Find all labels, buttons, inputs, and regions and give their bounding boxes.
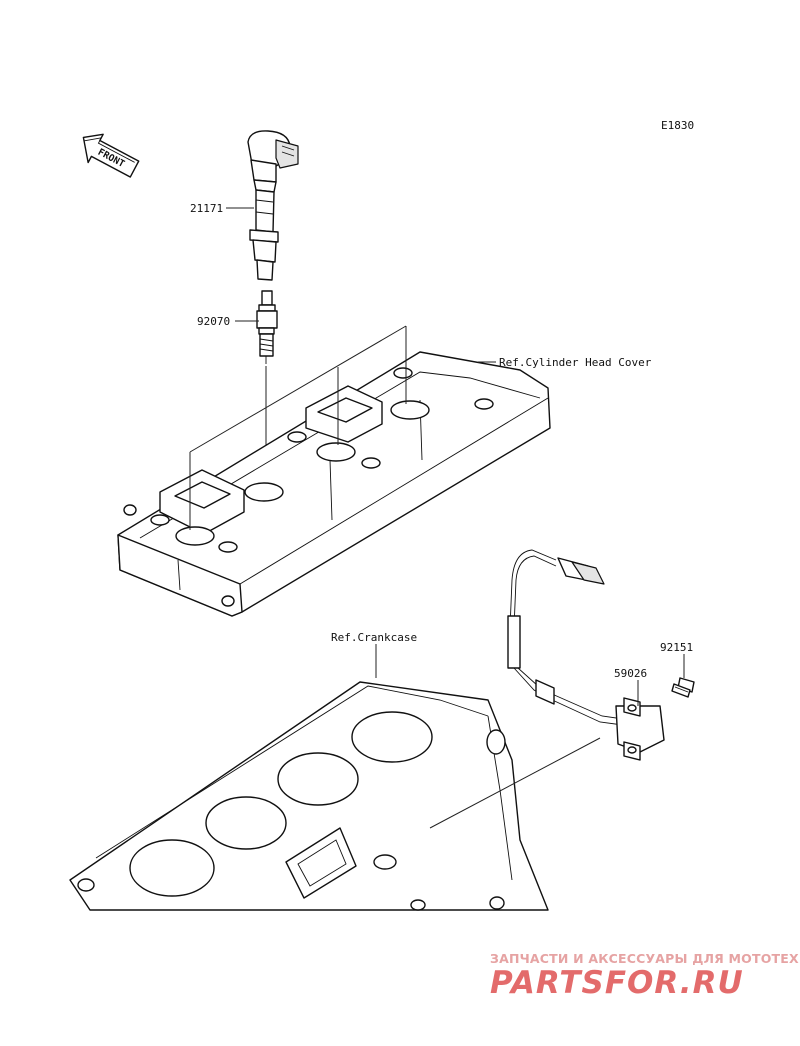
bolt-part: [671, 677, 695, 698]
part-number-92070: 92070: [197, 315, 230, 328]
part-number-92151: 92151: [660, 641, 693, 654]
front-arrow-icon: FRONT: [82, 133, 140, 178]
diagram-code: E1830: [661, 119, 694, 132]
crankcase: [69, 681, 549, 911]
ignition-coil-part: [247, 130, 299, 281]
watermark-brand: PARTSFOR.RU: [490, 965, 744, 1001]
part-number-21171: 21171: [190, 202, 223, 215]
spark-plug-part: [256, 290, 278, 364]
watermark-tagline: ЗАПЧАСТИ И АКСЕССУАРЫ ДЛЯ МОТОТЕХНИКИ: [490, 951, 800, 966]
ref-crankcase: Ref.Crankcase: [331, 631, 417, 644]
cylinder-head-cover: [117, 351, 551, 617]
ref-cylinder-head-cover: Ref.Cylinder Head Cover: [499, 356, 652, 369]
pickup-sensor-part: [507, 549, 665, 761]
sensor-mount-line: [429, 737, 601, 829]
exploded-view-lines: [189, 325, 407, 530]
part-number-59026: 59026: [614, 667, 647, 680]
